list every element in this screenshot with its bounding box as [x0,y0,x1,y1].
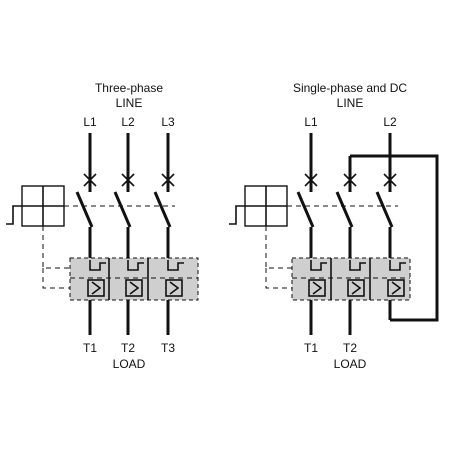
pole-l3 [153,133,175,335]
three-phase-load-title: LOAD [113,357,146,371]
thermal-element-sp-1 [310,260,327,271]
single-phase-title: Single-phase and DC [293,81,407,95]
thermal-element-3 [167,260,184,271]
terminal-label-l1-sp: L1 [304,115,318,129]
single-phase-dc-diagram: Single-phase and DC LINE L1 L2 [229,81,439,371]
magnetic-element-sp-2 [347,279,365,297]
magnetic-element-2 [125,279,143,297]
manual-operator-symbol-sp [229,185,288,227]
terminal-label-t1: T1 [83,341,97,355]
pole-sp-1 [296,133,318,335]
pole-sp-2 [335,156,357,335]
manual-operator-symbol [6,185,65,227]
three-phase-diagram: Three-phase LINE L1 L2 L3 [6,81,199,371]
three-phase-line-title: LINE [116,96,143,110]
single-phase-load-title: LOAD [334,357,367,371]
magnetic-link-sp [265,268,292,289]
thermal-element-2 [127,260,144,271]
terminal-label-l2-sp: L2 [383,115,397,129]
thermal-link [42,226,70,269]
terminal-label-t3: T3 [161,341,175,355]
trip-unit-sp [291,257,411,301]
magnetic-element-sp-3 [387,279,405,297]
magnetic-link [42,268,70,289]
terminal-label-t2-sp: T2 [343,341,357,355]
three-phase-title: Three-phase [95,81,163,95]
thermal-element-sp-2 [349,260,366,271]
terminal-label-l3: L3 [161,115,175,129]
magnetic-element-sp-1 [308,279,326,297]
magnetic-element-1 [87,279,105,297]
terminal-label-t2: T2 [121,341,135,355]
terminal-label-l2: L2 [121,115,135,129]
thermal-element-1 [89,260,106,271]
pole-l1 [75,133,97,335]
pole-l2 [113,133,135,335]
magnetic-element-3 [165,279,183,297]
terminal-label-t1-sp: T1 [304,341,318,355]
terminal-label-l1: L1 [83,115,97,129]
trip-unit [69,257,199,301]
thermal-link-sp [265,226,292,269]
single-phase-line-title: LINE [337,96,364,110]
thermal-element-sp-3 [389,260,406,271]
pole-sp-3 [375,133,397,320]
series-jumper-loop [350,154,439,322]
